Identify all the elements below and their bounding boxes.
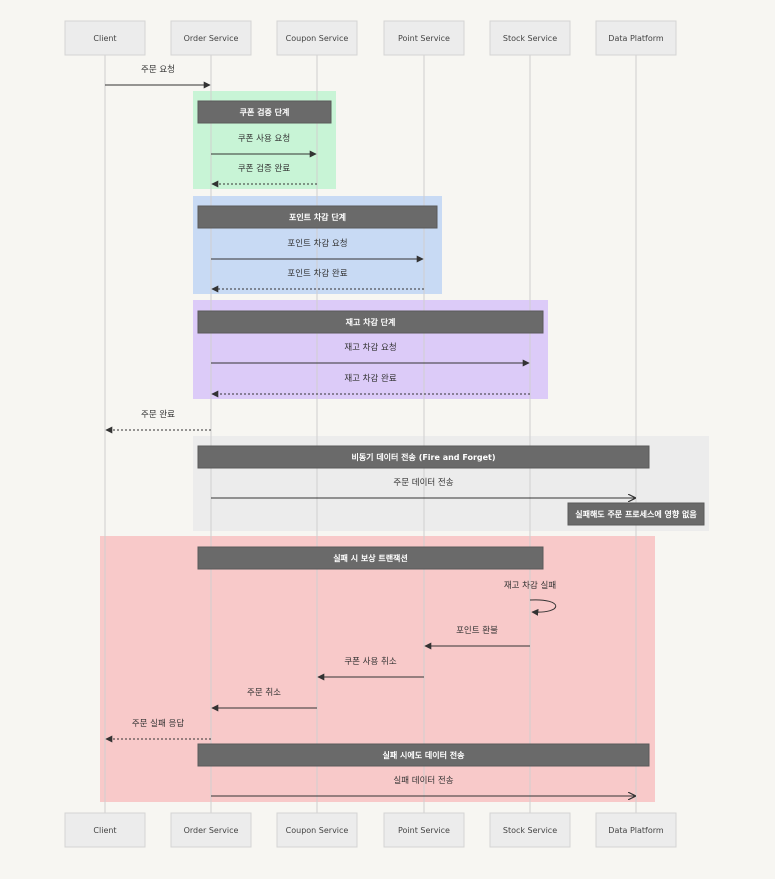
actor-box — [489, 812, 571, 848]
actor-top-1: Order Service — [170, 20, 252, 56]
actor-label: Client — [93, 34, 116, 43]
message-label: 실패 데이터 전송 — [393, 775, 453, 786]
actor-box — [383, 20, 465, 56]
actor-box — [595, 812, 677, 848]
message-label: 재고 차감 실패 — [504, 580, 556, 591]
actor-top-2: Coupon Service — [276, 20, 358, 56]
actor-box — [276, 20, 358, 56]
actor-bottom-5: Data Platform — [595, 812, 677, 848]
actor-label: Point Service — [398, 826, 450, 835]
actor-label: Coupon Service — [286, 34, 349, 43]
note-box — [197, 743, 650, 767]
note-box — [197, 310, 544, 334]
note-box — [197, 445, 650, 469]
actor-box — [595, 20, 677, 56]
message-3: 포인트 차감 요청 — [211, 238, 424, 263]
message-label: 주문 완료 — [141, 410, 175, 420]
actor-box — [64, 812, 146, 848]
actor-label: Data Platform — [608, 34, 664, 43]
message-5: 재고 차감 요청 — [211, 342, 530, 367]
message-label: 포인트 차감 완료 — [287, 268, 347, 279]
actor-bottom-1: Order Service — [170, 812, 252, 848]
message-label: 포인트 차감 요청 — [287, 238, 347, 249]
message-4: 포인트 차감 완료 — [211, 268, 424, 293]
note-label: 쿠폰 검증 단계 — [240, 107, 290, 117]
actor-label: Coupon Service — [286, 826, 349, 835]
actor-label: Order Service — [184, 34, 239, 43]
message-14: 실패 데이터 전송 — [211, 775, 635, 796]
message-label: 포인트 환불 — [456, 625, 498, 636]
message-arrow — [529, 599, 557, 616]
note-5: 실패 시 보상 트랜잭션 — [197, 546, 544, 570]
message-label: 주문 요청 — [141, 65, 175, 75]
note-4: 실패해도 주문 프로세스에 영향 없음 — [567, 502, 705, 526]
message-label: 주문 실패 응답 — [132, 718, 185, 729]
message-label: 쿠폰 사용 취소 — [344, 657, 397, 667]
message-label: 주문 데이터 전송 — [393, 477, 453, 488]
actor-label: Order Service — [184, 826, 239, 835]
message-1: 쿠폰 사용 요청 — [211, 134, 317, 158]
actor-box — [276, 812, 358, 848]
message-9: 재고 차감 실패 — [504, 580, 557, 616]
actor-box — [383, 812, 465, 848]
actor-top-5: Data Platform — [595, 20, 677, 56]
actor-top-0: Client — [64, 20, 146, 56]
actor-box — [64, 20, 146, 56]
note-box — [197, 100, 332, 124]
note-3: 비동기 데이터 전송 (Fire and Forget) — [197, 445, 650, 469]
message-label: 재고 차감 완료 — [344, 373, 397, 384]
note-0: 쿠폰 검증 단계 — [197, 100, 332, 124]
actor-box — [170, 812, 252, 848]
note-label: 실패 시에도 데이터 전송 — [383, 750, 466, 760]
note-box — [567, 502, 705, 526]
note-label: 실패 시 보상 트랜잭션 — [333, 553, 408, 563]
note-box — [197, 546, 544, 570]
actor-top-3: Point Service — [383, 20, 465, 56]
message-label: 쿠폰 검증 완료 — [238, 163, 291, 174]
message-2: 쿠폰 검증 완료 — [211, 163, 317, 188]
actor-bottom-4: Stock Service — [489, 812, 571, 848]
note-1: 포인트 차감 단계 — [197, 205, 438, 229]
actor-bottom-0: Client — [64, 812, 146, 848]
actor-label: Client — [93, 826, 116, 835]
actor-box — [489, 20, 571, 56]
message-label: 쿠폰 사용 요청 — [238, 134, 290, 144]
actor-label: Data Platform — [608, 826, 664, 835]
actor-bottom-3: Point Service — [383, 812, 465, 848]
note-box — [197, 205, 438, 229]
message-label: 재고 차감 요청 — [344, 342, 396, 353]
message-7: 주문 완료 — [105, 410, 211, 434]
message-11: 쿠폰 사용 취소 — [317, 657, 424, 681]
message-label: 주문 취소 — [247, 688, 281, 698]
note-6: 실패 시에도 데이터 전송 — [197, 743, 650, 767]
note-label: 비동기 데이터 전송 (Fire and Forget) — [351, 452, 495, 462]
message-10: 포인트 환불 — [424, 625, 530, 650]
message-0: 주문 요청 — [105, 65, 211, 89]
note-label: 재고 차감 단계 — [346, 317, 396, 327]
message-6: 재고 차감 완료 — [211, 373, 530, 398]
actor-label: Stock Service — [503, 826, 557, 835]
message-12: 주문 취소 — [211, 688, 317, 712]
actor-top-4: Stock Service — [489, 20, 571, 56]
actor-label: Point Service — [398, 34, 450, 43]
actor-label: Stock Service — [503, 34, 557, 43]
note-label: 포인트 차감 단계 — [289, 212, 346, 222]
note-2: 재고 차감 단계 — [197, 310, 544, 334]
message-8: 주문 데이터 전송 — [211, 477, 635, 498]
message-13: 주문 실패 응답 — [105, 718, 211, 743]
actor-bottom-2: Coupon Service — [276, 812, 358, 848]
actor-box — [170, 20, 252, 56]
note-label: 실패해도 주문 프로세스에 영향 없음 — [575, 509, 697, 519]
